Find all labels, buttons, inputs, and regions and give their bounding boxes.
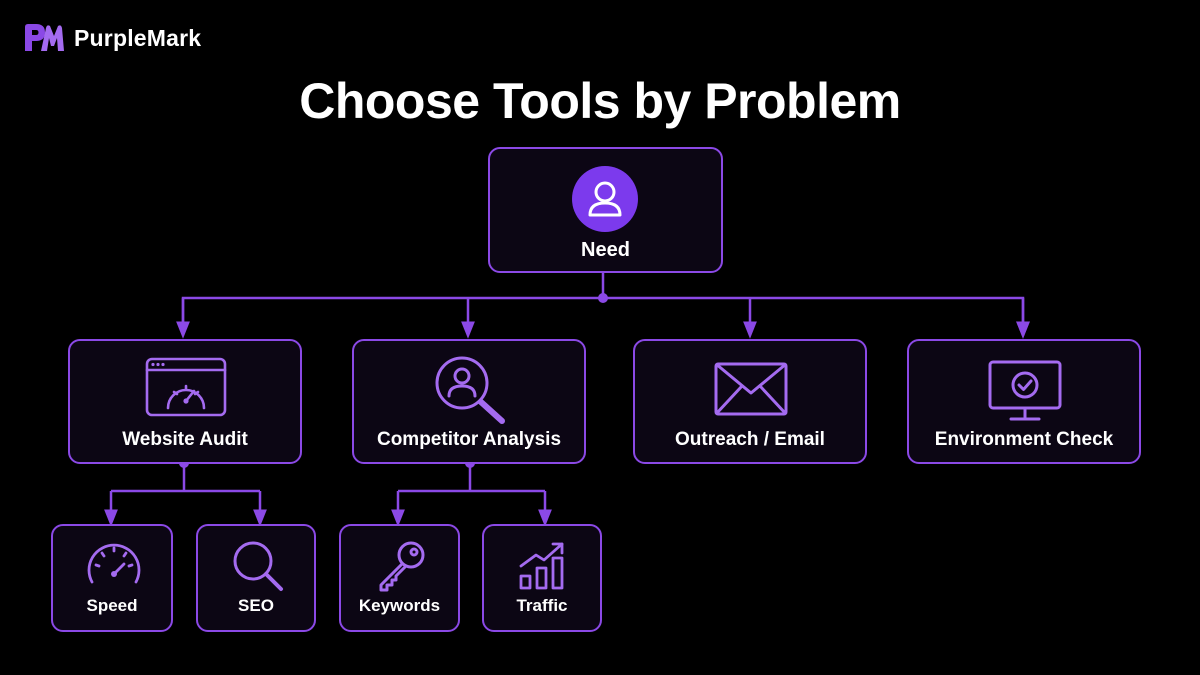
user-icon xyxy=(572,166,638,232)
subtool-seo: SEO xyxy=(196,524,316,632)
category-label: Environment Check xyxy=(934,429,1114,450)
brand: PurpleMark xyxy=(22,22,201,54)
subtool-label: Speed xyxy=(86,596,138,615)
growth-chart-icon xyxy=(519,542,564,590)
subtool-label: Keywords xyxy=(358,596,441,615)
subtool-label: SEO xyxy=(238,596,274,615)
brand-name: PurpleMark xyxy=(74,24,202,51)
root-node-need: Need xyxy=(488,147,723,273)
subtool-keywords: Keywords xyxy=(339,524,460,632)
browser-gauge-icon xyxy=(145,357,227,417)
root-label: Need xyxy=(581,239,630,261)
subtool-label: Traffic xyxy=(516,596,568,615)
search-icon xyxy=(233,541,283,591)
monitor-check-icon xyxy=(988,360,1062,421)
magnifier-user-icon xyxy=(435,356,505,424)
speedometer-icon xyxy=(87,543,141,584)
category-label: Website Audit xyxy=(122,429,248,450)
subtool-speed: Speed xyxy=(51,524,173,632)
category-outreach-email: Outreach / Email xyxy=(633,339,867,464)
category-competitor-analysis: Competitor Analysis xyxy=(352,339,586,464)
page-title: Choose Tools by Problem xyxy=(299,73,901,129)
key-icon xyxy=(379,541,425,592)
category-environment-check: Environment Check xyxy=(907,339,1141,464)
pm-logo-icon xyxy=(25,24,64,51)
envelope-icon xyxy=(714,362,788,416)
subtool-traffic: Traffic xyxy=(482,524,602,632)
category-website-audit: Website Audit xyxy=(68,339,302,464)
category-label: Competitor Analysis xyxy=(376,429,562,450)
category-label: Outreach / Email xyxy=(675,429,825,450)
